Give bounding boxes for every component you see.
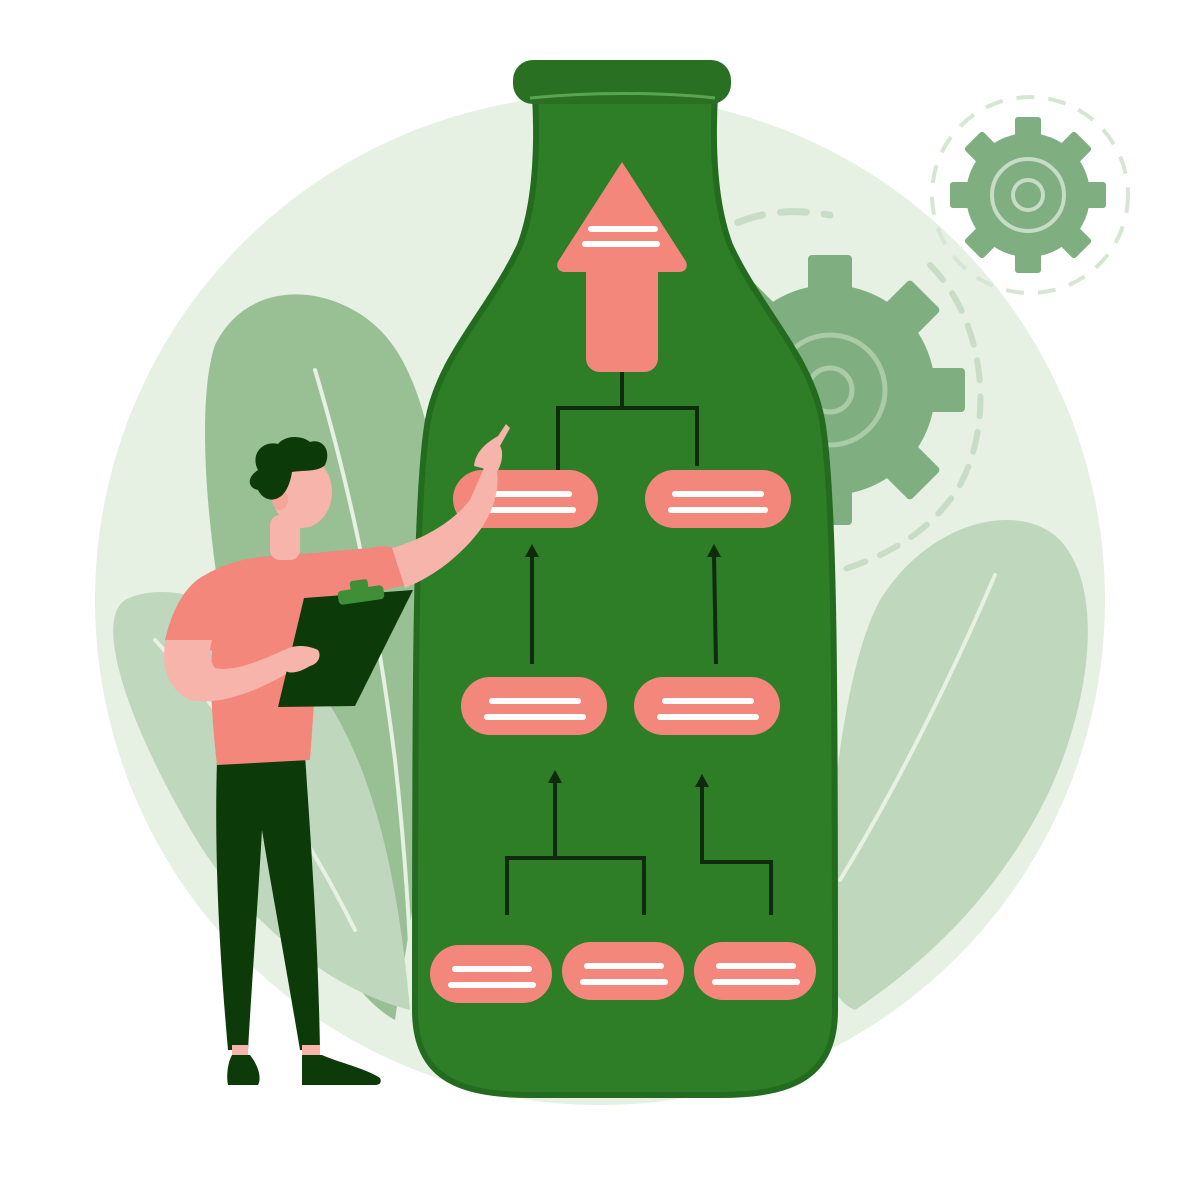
flowchart-arrowheads (525, 544, 721, 787)
node-bottom-left (430, 945, 552, 1003)
bottle-body (411, 92, 839, 1098)
hair (249, 436, 328, 500)
arm-pointing (392, 468, 498, 588)
bottle (411, 60, 839, 1098)
dashed-orbit-gear (930, 95, 1130, 295)
hand-holding (282, 646, 320, 673)
node-middle-right (634, 677, 780, 735)
clipboard-clip (337, 585, 385, 605)
flowchart-connectors (505, 372, 773, 915)
node-bottom-right (694, 942, 816, 1000)
shoe-left (227, 1055, 260, 1085)
dashed-orbit-right (822, 262, 984, 578)
arm-lower (164, 640, 290, 702)
node-middle-left (461, 677, 607, 735)
up-arrow-icon (557, 162, 687, 372)
arrow-text-line (582, 241, 660, 247)
leaf-right (823, 520, 1088, 1010)
node-bottom-center (562, 942, 684, 1000)
arrowhead (525, 544, 539, 557)
presenter-figure (164, 424, 510, 1085)
clipboard-icon (278, 579, 413, 707)
pants (216, 755, 320, 1050)
arrowhead (548, 770, 562, 783)
node-upper-right (645, 470, 791, 528)
hand-pointing (474, 424, 510, 472)
gear-icon-small (950, 117, 1106, 273)
arrowhead (707, 544, 721, 557)
bottle-neck-ring (513, 60, 731, 104)
shoe-right (302, 1055, 381, 1085)
arrow-text-line (588, 226, 658, 232)
bottle-neck-highlight (529, 92, 716, 100)
arrowhead (695, 774, 709, 787)
